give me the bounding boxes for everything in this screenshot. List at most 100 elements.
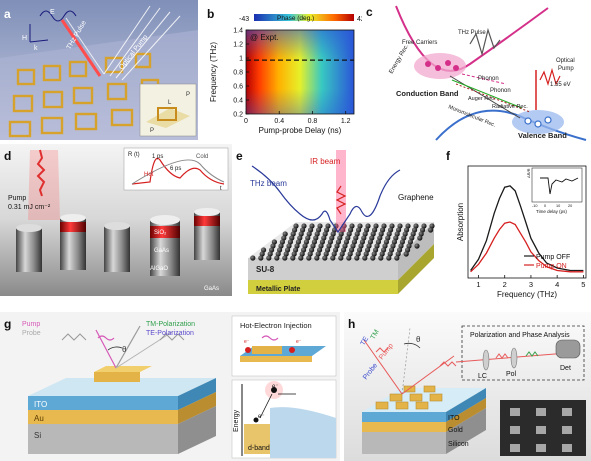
ir-pulse [335, 185, 347, 215]
inset-6ps: 6 ps [170, 166, 181, 172]
graphene-atom [311, 239, 317, 245]
graphene-atom [250, 255, 256, 261]
plot-xtick-label: 2 [503, 280, 507, 289]
graphene-atom [323, 251, 329, 257]
graphene-atom [313, 235, 319, 241]
panel-g: g Pump Probe TM-Polarization TE-Polariza… [0, 312, 340, 461]
plot-xtick-label: 1 [476, 280, 480, 289]
label-e-minus-low: e⁻ [258, 414, 265, 420]
graphene-atom [401, 235, 407, 241]
heatmap-ylabel: Frequency (THz) [209, 42, 218, 102]
plot-xtick-label: 4 [555, 280, 559, 289]
graphene-atom [308, 227, 314, 233]
graphene-atom [314, 231, 320, 237]
graphene-atom [365, 247, 371, 253]
plot-ylabel: Absorption [456, 203, 465, 241]
heatmap-xtick-label: 1.2 [341, 118, 351, 125]
graphene-atom [318, 243, 324, 249]
graphene-atom [324, 227, 330, 233]
inset-ylabel-r: R (t) [128, 152, 140, 158]
panel-letter-a: a [4, 7, 11, 21]
graphene-atom [345, 235, 351, 241]
graphene-atom [329, 235, 335, 241]
graphene-atom [271, 239, 277, 245]
heatmap-xtick-label: 0.8 [308, 118, 318, 125]
colorbar-min: -43 [239, 16, 249, 23]
graphene-atom [258, 255, 264, 261]
graphene-atom [275, 251, 281, 257]
graphene-atom [342, 243, 348, 249]
graphene-atom [429, 223, 435, 229]
graphene-atom [407, 239, 413, 245]
graphene-atom [338, 255, 344, 261]
label-pump-g: Pump [22, 321, 40, 328]
analysis-box: Polarization and Phase Analysis LC Pol D… [455, 325, 585, 381]
graphene-atom [355, 251, 361, 257]
conduction-band-curve [395, 5, 549, 72]
graphene-atom [302, 243, 308, 249]
inset-hot: Hot [144, 172, 154, 178]
graphene-atom [380, 227, 386, 233]
graphene-atom [417, 235, 423, 241]
graphene-atom [353, 235, 359, 241]
graphene-atom [396, 227, 402, 233]
graphene-atom [354, 231, 360, 237]
graphene-atom [278, 243, 284, 249]
graphene-atom [261, 247, 267, 253]
optical-pump-wave [539, 67, 561, 87]
label-fluence: 0.31 mJ cm⁻² [8, 204, 51, 211]
label-tm-h: TM [370, 329, 381, 341]
graphene-atom [267, 251, 273, 257]
graphene-atom [309, 223, 315, 229]
graphene-atom [277, 247, 283, 253]
inset-e-1: e⁻ [244, 339, 250, 345]
graphene-atom [346, 231, 352, 237]
unit-cell-inset: P P L [139, 83, 197, 137]
graphene-atom [301, 247, 307, 253]
label-p2: P [150, 128, 154, 134]
graphene-atom [300, 227, 306, 233]
graphene-atom [420, 227, 426, 233]
graphene-atom [325, 247, 331, 253]
graphene-atom [381, 223, 387, 229]
graphene-atom [297, 235, 303, 241]
graphene-atom [282, 231, 288, 237]
graphene-atom [388, 227, 394, 233]
label-te-polarization: TE-Polarization [146, 330, 194, 337]
panel-letter-d: d [4, 149, 11, 163]
inset-xlabel-time: Time delay (ps) [536, 209, 567, 214]
heatmap-ytick-label: 0.6 [233, 84, 243, 91]
heatmap-xlabel: Pump-probe Delay (ns) [259, 126, 342, 135]
heatmap-ytick-label: 1 [239, 56, 243, 63]
label-theta-g: θ [122, 345, 127, 354]
graphene-atom [282, 255, 288, 261]
pump-pulse [36, 149, 46, 197]
graphene-atom [314, 255, 320, 261]
pump-beam-glow [28, 150, 60, 220]
energy-diagram: Energy e⁻ e⁻ d-band [231, 379, 337, 459]
graphene-atom [303, 239, 309, 245]
graphene-atom [382, 243, 388, 249]
colorbar-max: 42 [357, 16, 365, 23]
graphene-atom [298, 231, 304, 237]
label-ito-h: ITO [448, 415, 460, 422]
panel-letter-h: h [348, 317, 355, 331]
panel-h: Polarization and Phase Analysis LC Pol D… [344, 312, 591, 461]
probe-pulse-g [61, 333, 87, 341]
label-analysis-title: Polarization and Phase Analysis [470, 332, 570, 339]
colorbar: -43 Phase (deg.) 42 [239, 14, 365, 23]
graphene-atom [377, 235, 383, 241]
graphene-atom [413, 223, 419, 229]
graphene-atom [404, 227, 410, 233]
polarizer-element [510, 347, 518, 369]
graphene-atom [335, 239, 341, 245]
graphene-atom [410, 231, 416, 237]
graphene-atom [414, 243, 420, 249]
label-energy-axis: Energy [233, 409, 240, 432]
detector [555, 339, 581, 359]
legend-pump-off: Pump OFF [536, 254, 570, 261]
inset-ylabel-dr: ΔR/R [526, 168, 531, 178]
plot-xlabel: Frequency (THz) [497, 290, 557, 299]
inset-xtick-3: 10 [556, 204, 560, 208]
graphene-atom [369, 235, 375, 241]
